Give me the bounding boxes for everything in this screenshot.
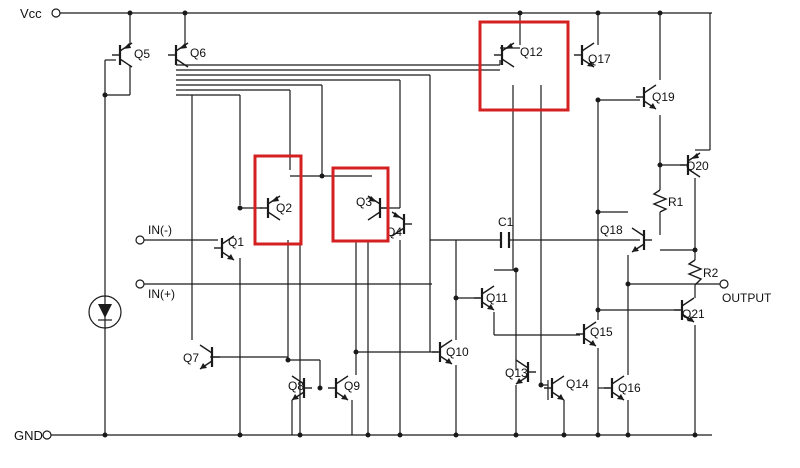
transistor-q14: Q14: [544, 375, 589, 401]
q5-label: Q5: [134, 47, 150, 61]
transistor-q16: Q16: [604, 375, 641, 401]
q18-label: Q18: [600, 223, 623, 237]
q17-label: Q17: [588, 52, 611, 66]
q14-label: Q14: [566, 377, 589, 391]
in-pos-terminal[interactable]: [135, 279, 145, 289]
q2-label: Q2: [276, 201, 292, 215]
transistor-q9: Q9: [328, 375, 360, 401]
highlight-box-q2: [253, 154, 303, 246]
q9-label: Q9: [344, 379, 360, 393]
transistor-q12: Q12: [494, 42, 543, 68]
q20-label: Q20: [686, 159, 709, 173]
vcc-label: Vcc: [20, 6, 42, 21]
transistor-q3: Q3: [356, 195, 388, 221]
transistor-q7: Q7: [183, 344, 220, 370]
transistor-q17: Q17: [574, 42, 611, 68]
q12-label: Q12: [520, 45, 543, 59]
q11-label: Q11: [486, 291, 508, 305]
q7-label: Q7: [183, 351, 199, 365]
q15-label: Q15: [590, 325, 613, 339]
transistor-q13: Q13: [505, 359, 536, 385]
transistor-q11: Q11: [474, 285, 508, 311]
r1-label: R1: [668, 195, 684, 209]
q10-label: Q10: [446, 345, 469, 359]
q3-label: Q3: [356, 195, 372, 209]
transistor-q8: Q8: [288, 375, 312, 401]
transistor-q20: Q20: [680, 152, 709, 178]
in-neg-terminal[interactable]: [135, 235, 145, 245]
r2-label: R2: [703, 266, 719, 280]
capacitor-c1: [499, 232, 511, 248]
transistor-q4: Q4: [386, 211, 412, 239]
highlight-box-q12: [478, 20, 570, 112]
q16-label: Q16: [618, 381, 641, 395]
gnd-rail: [42, 430, 712, 440]
wires: [88, 13, 720, 435]
transistor-q19: Q19: [636, 84, 675, 110]
gnd-label: GND: [14, 428, 43, 443]
in-pos-label: IN(+): [148, 287, 175, 301]
q13-label: Q13: [505, 366, 528, 380]
c1-label: C1: [498, 215, 514, 229]
q21-label: Q21: [682, 307, 705, 321]
q4-label: Q4: [386, 225, 402, 239]
transistor-q10: Q10: [432, 339, 469, 365]
output-terminal[interactable]: [719, 279, 729, 289]
q6-label: Q6: [190, 46, 206, 60]
vcc-rail: [51, 8, 712, 18]
transistor-q1: Q1: [214, 235, 244, 261]
transistor-q15: Q15: [576, 321, 613, 347]
junction-dots: [102, 10, 698, 438]
transistor-q21: Q21: [674, 297, 705, 323]
transistor-q2: Q2: [260, 195, 292, 221]
output-label: OUTPUT: [722, 291, 772, 305]
transistor-q18: Q18: [600, 223, 652, 253]
resistor-r2: [687, 259, 703, 286]
current-source-icon: [98, 304, 112, 321]
in-neg-label: IN(-): [148, 223, 172, 237]
q8-label: Q8: [288, 379, 304, 393]
transistor-q5: Q5: [112, 42, 150, 68]
q1-label: Q1: [228, 235, 244, 249]
resistor-r1: [652, 189, 668, 213]
transistor-q6: Q6: [168, 42, 206, 68]
highlight-box-q3: [331, 166, 390, 243]
q19-label: Q19: [652, 90, 675, 104]
